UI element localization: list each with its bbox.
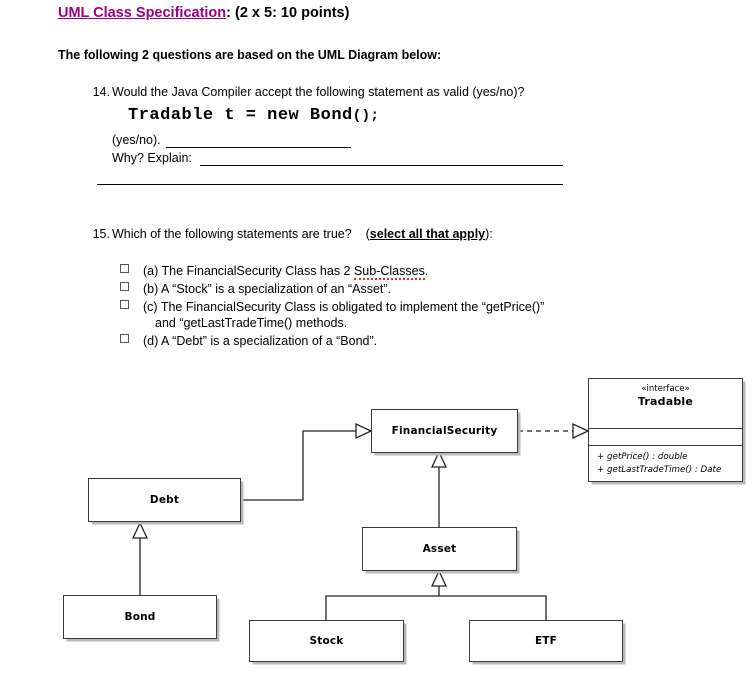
checkbox-icon[interactable] (120, 300, 129, 309)
option-a-part2: . (424, 264, 429, 278)
option-b-text: (b) A “Stock” is a specialization of an … (143, 282, 392, 296)
uml-class-financialsecurity[interactable]: FinancialSecurity (371, 409, 518, 453)
edge-debt-to-financialsecurity (241, 430, 371, 501)
tradable-attributes-compartment (589, 428, 742, 445)
question-14-text: Would the Java Compiler accept the follo… (112, 85, 525, 99)
uml-class-asset[interactable]: Asset (362, 527, 517, 571)
checkbox-icon[interactable] (120, 264, 129, 273)
option-a-part1: (a) The FinancialSecurity Class has 2 (143, 264, 354, 278)
generalization-arrowhead-asset-children (430, 569, 448, 587)
paren-close: ): (485, 227, 493, 241)
page-title-points: : (2 x 5: 10 points) (226, 5, 350, 21)
uml-class-tradable[interactable]: «interface» Tradable + getPrice() : doub… (588, 378, 743, 482)
generalization-arrowhead-asset (430, 450, 448, 468)
why-explain-label: Why? Explain: (112, 151, 192, 165)
option-c-text: (c) The FinancialSecurity Class is oblig… (143, 300, 545, 314)
question-15-prompt: Which of the following statements are tr… (112, 227, 352, 241)
realization-arrowhead-tradable (572, 422, 590, 440)
uml-class-bond[interactable]: Bond (63, 595, 217, 639)
tradable-methods-compartment: + getPrice() : double + getLastTradeTime… (589, 445, 742, 488)
page-subtitle: The following 2 questions are based on t… (58, 48, 442, 62)
option-c-continuation: and “getLastTradeTime() methods. (155, 316, 348, 330)
question-14-number: 14. (92, 85, 110, 99)
list-item[interactable]: (a) The FinancialSecurity Class has 2 Su… (120, 263, 720, 280)
tradable-method-getprice: + getPrice() : double (597, 452, 688, 462)
edge-stock-etf-tree (325, 595, 547, 620)
uml-class-stock[interactable]: Stock (249, 620, 404, 662)
tradable-method-getlasttradetime: + getLastTradeTime() : Date (597, 465, 722, 475)
question-15-text: Which of the following statements are tr… (112, 227, 712, 241)
question-14-code: Tradable t = new Bond(); (128, 106, 379, 125)
page-title-main: UML Class Specification (58, 5, 227, 21)
select-all-that-apply: select all that apply (369, 227, 486, 241)
uml-class-etf[interactable]: ETF (469, 620, 623, 662)
uml-class-debt[interactable]: Debt (88, 478, 241, 522)
checkbox-icon[interactable] (120, 282, 129, 291)
tradable-name-compartment: «interface» Tradable (589, 379, 742, 428)
etf-class-name: ETF (534, 635, 558, 647)
code-statement: Tradable t = new Bond (128, 106, 353, 125)
list-item[interactable]: (b) A “Stock” is a specialization of an … (120, 281, 720, 297)
question-15-number: 15. (92, 227, 110, 241)
yesno-label: (yes/no). (112, 133, 161, 147)
why-answer-blank[interactable] (200, 165, 563, 166)
generalization-arrowhead-bond (131, 521, 149, 539)
option-a-misspelled: Sub-Classes (353, 264, 425, 280)
page-title: UML Class Specification: (2 x 5: 10 poin… (58, 5, 349, 21)
generalization-arrowhead-debt (355, 422, 373, 440)
list-item[interactable]: (c) The FinancialSecurity Class is oblig… (120, 299, 720, 331)
code-statement-tail: (); (352, 108, 380, 124)
checkbox-icon[interactable] (120, 334, 129, 343)
interface-stereotype: «interface» (641, 384, 690, 394)
list-item[interactable]: (d) A “Debt” is a specialization of a “B… (120, 333, 720, 349)
option-list: (a) The FinancialSecurity Class has 2 Su… (120, 263, 720, 351)
asset-class-name: Asset (422, 543, 457, 555)
yesno-answer-blank[interactable] (166, 147, 351, 148)
bond-class-name: Bond (124, 611, 156, 623)
debt-class-name: Debt (149, 494, 180, 506)
paren-open: ( (365, 227, 370, 241)
financialsecurity-class-name: FinancialSecurity (391, 425, 498, 437)
stock-class-name: Stock (309, 635, 344, 647)
why-answer-blank-line2[interactable] (97, 184, 563, 185)
option-d-text: (d) A “Debt” is a specialization of a “B… (143, 334, 378, 348)
tradable-class-name: Tradable (637, 395, 694, 408)
